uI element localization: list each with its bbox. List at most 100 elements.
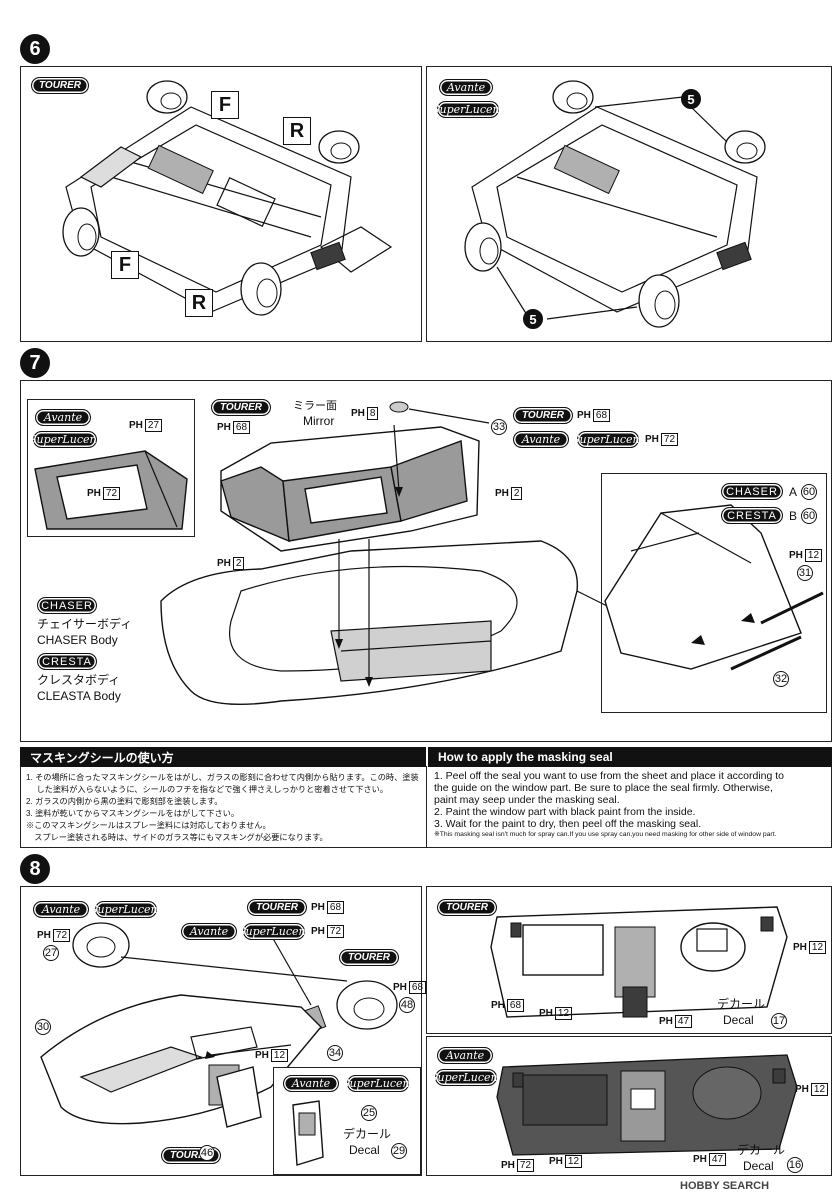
ph-part-number: 72 [326,925,345,938]
superlucent-badge: SuperLucent [29,431,101,448]
masking-note: ※This masking seal isn't much for spray … [434,831,777,838]
instruction-line: 3. 塗料が乾いてからマスキングシールをはがして下さい。 [26,809,240,818]
ph-prefix: PH [217,558,231,569]
avante-badge: Avante [33,901,89,918]
ph-part-number: 72 [516,1159,535,1172]
superlucent-badge: SuperLucent [90,901,162,918]
ph-prefix: PH [549,1156,563,1167]
tourer-badge: TOURER [437,899,497,916]
avante-badge: Avante [35,409,91,426]
tourer-badge: TOURER [31,77,89,94]
avante-badge: Avante [513,431,569,448]
ph-part-number: 68 [326,901,345,914]
tire [62,207,100,257]
watermark: HOBBY SEARCH [680,1180,770,1192]
decal-label-jp: デカール [737,1143,786,1157]
tourer-badge: TOURER [339,949,399,966]
part-5-ref: 5 [523,309,543,329]
body-glass-illustration [160,401,622,705]
ph-prefix: PH [495,488,509,499]
avante-badge: Avante [283,1075,339,1092]
chaser-badge: CHASER [37,597,97,614]
ph-prefix: PH [789,550,803,561]
cresta-body-jp: クレスタボディ [37,673,121,687]
mirror-label-jp: ミラー面 [293,400,337,412]
decal-label-en: Decal [743,1159,774,1173]
front-letter: F [211,91,239,119]
ph-prefix: PH [795,1084,809,1095]
avante-badge: Avante [439,79,493,96]
variant-letter: A [789,485,798,499]
superlucent-badge: SuperLucent [238,923,310,940]
avante-inset [27,399,195,537]
masking-jp-list: 1. その場所に合ったマスキングシールをはがし、ガラスの彫刻に合わせて内側から貼… [26,772,424,844]
part-25-ref: 25 [361,1105,377,1121]
variant-letter: B [789,509,798,523]
ph-prefix: PH [645,434,659,445]
part-33-ref: 33 [491,419,507,435]
ph-prefix: PH [351,408,365,419]
dash-front-dark-illustration [496,1054,798,1156]
ph-prefix: PH [217,422,231,433]
ph-part-number: 2 [232,557,245,570]
tire [318,130,360,164]
ph-part-number: 47 [708,1153,727,1166]
chaser-body-en: CHASER Body [37,633,118,647]
ph-prefix: PH [577,410,591,421]
ph-part-number: 68 [506,999,525,1012]
instruction-line: スプレー塗装される時は、サイドのガラス等にもマスキングが必要になります。 [26,833,328,842]
tire [240,262,282,316]
avante-badge: Avante [437,1047,493,1064]
instruction-line: 2. ガラスの内側から黒の塗料で彫刻部を塗装します。 [26,797,223,806]
decal-label-en: Decal [349,1143,380,1157]
ph-part-number: 12 [270,1049,289,1062]
rear-letter: R [283,117,311,145]
superlucent-badge: SuperLucent [432,101,504,118]
front-letter: F [111,251,139,279]
ph-part-number: 68 [592,409,611,422]
instruction-line: the guide on the window part. Be sure to… [434,782,773,794]
chaser-body-jp: チェイサーボディ [37,617,133,631]
step-6-right-panel: Avante SuperLucent 5 5 [426,66,832,342]
ph-prefix: PH [311,926,325,937]
masking-header-en: How to apply the masking seal [428,747,832,767]
masking-header-jp: マスキングシールの使い方 [20,747,426,767]
rear-letter: R [185,289,213,317]
decal-label-jp: デカール [343,1127,392,1141]
tire [464,222,502,272]
ph-prefix: PH [539,1008,553,1019]
ph-prefix: PH [659,1016,673,1027]
instruction-line: 3. Wait for the paint to dry, then peel … [434,818,702,830]
decal-label-en: Decal [723,1013,754,1027]
part-16-ref: 16 [787,1157,803,1173]
instruction-line: paint may seep under the masking seal. [434,794,620,806]
windshield-illustration [604,504,824,671]
tourer-badge: TOURER [513,407,573,424]
part-60-ref: 60 [801,484,817,500]
ph-part-number: 47 [674,1015,693,1028]
instruction-line: ※このマスキングシールはスプレー塗料には対応しておりません。 [26,821,271,830]
decal-label-jp: デカール [717,997,766,1011]
part-27-ref: 27 [43,945,59,961]
chaser-badge: CHASER [721,483,783,500]
ph-part-number: 72 [102,487,121,500]
part-46-ref: 46 [199,1145,215,1161]
ph-part-number: 72 [52,929,71,942]
ph-prefix: PH [311,902,325,913]
instruction-line: 2. Paint the window part with black pain… [434,806,696,818]
cresta-body-en: CLEASTA Body [37,689,121,703]
ph-prefix: PH [501,1160,515,1171]
cresta-badge: CRESTA [37,653,97,670]
dash-front-illustration [490,906,788,1018]
tourer-badge: TOURER [211,399,271,416]
